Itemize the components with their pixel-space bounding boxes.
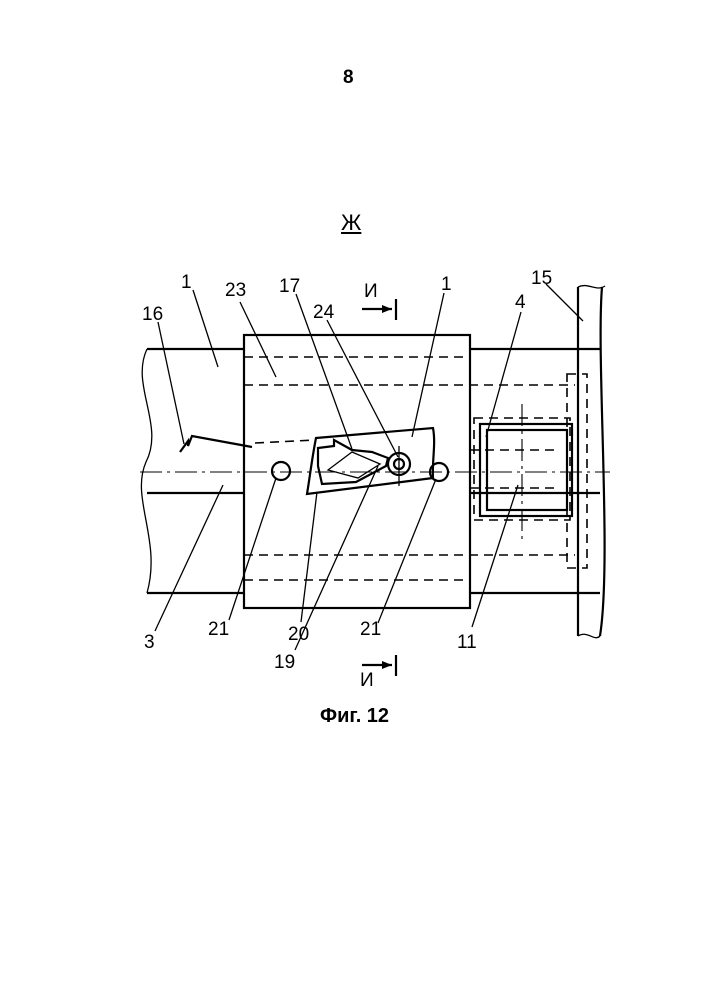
hidden-lines: [244, 357, 587, 580]
label-17: 17: [279, 276, 300, 297]
label-21-right: 21: [360, 619, 381, 640]
part-16-rod: [180, 436, 252, 452]
label-1-right: 1: [441, 274, 452, 295]
label-15: 15: [531, 268, 552, 289]
label-11: 11: [457, 632, 477, 653]
label-16: 16: [142, 304, 163, 325]
label-3: 3: [144, 632, 155, 653]
label-4: 4: [515, 292, 526, 313]
leader-lines: [155, 284, 583, 650]
latch-window: [307, 428, 434, 494]
label-21-left: 21: [208, 619, 229, 640]
section-label-top: И: [364, 281, 378, 302]
section-label-bottom: И: [360, 670, 374, 691]
label-24: 24: [313, 302, 335, 323]
label-23: 23: [225, 280, 246, 301]
figure-caption: Фиг. 12: [320, 706, 389, 726]
pin-21-left: [272, 462, 290, 480]
label-1-left: 1: [181, 272, 192, 293]
section-marker-top: [362, 299, 396, 320]
label-20: 20: [288, 624, 309, 645]
vertical-member: [578, 286, 605, 638]
label-19: 19: [274, 652, 295, 673]
